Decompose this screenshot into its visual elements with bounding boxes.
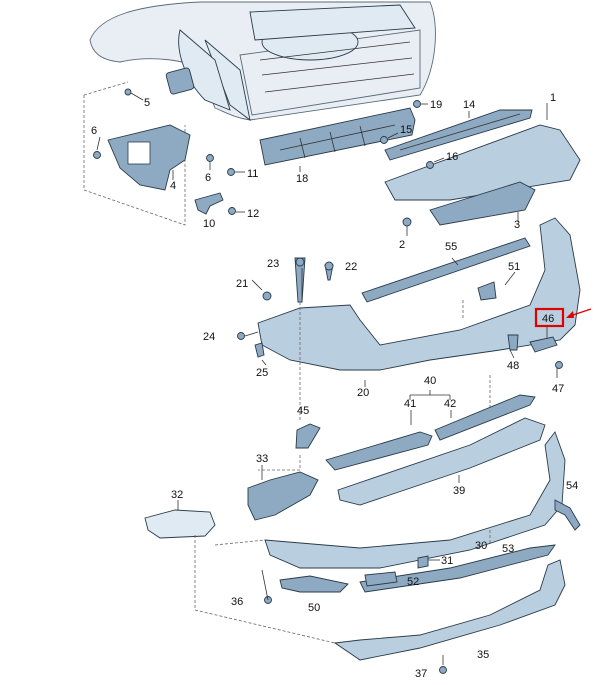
upper-right-group — [259, 100, 581, 236]
callout-23: 23 — [267, 258, 279, 270]
part-35-lower-cover — [333, 559, 566, 661]
callout-labels: 1 2 3 4 5 6 6 10 11 12 14 15 16 18 19 20… — [91, 92, 592, 680]
callout-6a: 6 — [91, 125, 97, 137]
callout-41: 41 — [404, 398, 416, 410]
callout-40: 40 — [424, 375, 436, 387]
callout-20: 20 — [357, 387, 369, 399]
part-53-strip — [359, 544, 556, 593]
callout-31: 31 — [441, 555, 453, 567]
callout-18: 18 — [296, 173, 308, 185]
callout-50: 50 — [308, 602, 320, 614]
part-51-clip — [477, 281, 497, 301]
part-10-clip — [194, 192, 224, 215]
part-5-screw — [124, 88, 132, 96]
part-42-strip — [434, 394, 536, 441]
callout-45: 45 — [297, 405, 309, 417]
part-48-bracket — [507, 334, 519, 351]
callout-11: 11 — [247, 168, 258, 180]
part-25-clip — [254, 342, 265, 358]
highlight-arrowhead — [566, 311, 574, 318]
callout-51: 51 — [508, 261, 520, 273]
part-50-cover — [279, 575, 349, 593]
callout-24: 24 — [203, 331, 215, 343]
callout-6b: 6 — [205, 172, 211, 184]
callout-14: 14 — [463, 99, 475, 111]
callout-16: 16 — [446, 151, 458, 163]
callout-19: 19 — [430, 99, 442, 111]
callout-46: 46 — [542, 313, 554, 325]
lower-parts-group — [144, 390, 581, 674]
part-14-bracket — [384, 109, 533, 161]
callout-1: 1 — [550, 92, 556, 104]
part-12-bolt — [228, 207, 236, 215]
part-55-trim-strip — [361, 237, 531, 303]
callout-25: 25 — [256, 367, 268, 379]
part-2-bolt — [402, 217, 412, 227]
part-54-trim — [554, 499, 581, 531]
callout-21: 21 — [236, 278, 248, 290]
callout-5: 5 — [144, 97, 150, 109]
left-bracket-group — [83, 81, 245, 226]
callout-53: 53 — [502, 543, 514, 555]
callout-52: 52 — [407, 576, 419, 588]
callout-42: 42 — [444, 398, 456, 410]
part-46-sensor-holder — [529, 336, 558, 353]
part-45-guide — [295, 423, 321, 449]
part-15-nut — [380, 136, 388, 144]
callout-4: 4 — [170, 180, 176, 192]
part-19-nut — [413, 100, 421, 108]
callout-33: 33 — [256, 453, 268, 465]
callout-55: 55 — [445, 241, 457, 253]
callout-2: 2 — [399, 239, 405, 251]
callout-37: 37 — [415, 668, 427, 680]
vehicle-rear-body — [89, 1, 436, 122]
part-32-cover — [144, 509, 216, 539]
part-37-screw — [439, 666, 447, 674]
part-21-nut — [262, 291, 272, 301]
part-11-nut — [227, 168, 235, 176]
main-bumper-group — [237, 217, 581, 420]
part-33-bracket — [247, 471, 319, 521]
part-52-bracket — [364, 571, 398, 587]
callout-10: 10 — [203, 218, 215, 230]
callout-32: 32 — [171, 489, 183, 501]
callout-3: 3 — [514, 219, 520, 231]
callout-46-highlighted: 46 — [534, 307, 592, 328]
part-6-screw-right — [206, 154, 214, 162]
part-20-bumper-cover — [257, 217, 581, 371]
callout-54: 54 — [566, 480, 578, 492]
part-3-absorber — [429, 181, 536, 226]
callout-39: 39 — [453, 485, 465, 497]
part-30-diffuser — [264, 431, 566, 569]
callout-30: 30 — [475, 540, 487, 552]
callout-36: 36 — [231, 596, 243, 608]
part-41-strip — [325, 431, 433, 471]
callout-22: 22 — [345, 261, 357, 273]
callout-12: 12 — [247, 208, 259, 220]
part-18-lock-carrier — [259, 107, 416, 166]
callout-15: 15 — [400, 124, 412, 136]
part-31-clip — [417, 555, 429, 569]
callout-35: 35 — [477, 649, 489, 661]
part-39-spoiler — [337, 417, 546, 506]
part-47-screw — [555, 361, 563, 369]
callout-47: 47 — [552, 383, 564, 395]
part-6-screw-left — [93, 151, 101, 159]
part-24-screw — [237, 332, 245, 340]
callout-48: 48 — [507, 360, 519, 372]
part-1-impact-bar — [384, 124, 581, 201]
part-16-bolt — [426, 161, 434, 169]
